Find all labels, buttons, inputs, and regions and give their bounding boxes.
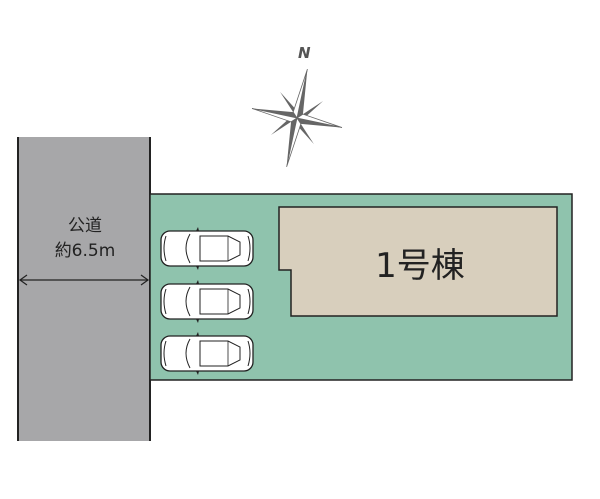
building-1	[278, 206, 558, 317]
building-label: 1号棟	[375, 246, 465, 286]
compass-rose-icon	[251, 68, 343, 168]
road-label-line1: 公道	[68, 216, 102, 236]
road-label-line2: 約6.5m	[54, 241, 116, 261]
road-label: 公道 約6.5m	[30, 214, 140, 264]
road-width-arrow	[18, 274, 150, 286]
parked-car-icon	[160, 332, 254, 375]
parked-car-icon	[160, 280, 254, 323]
north-label: N	[298, 44, 311, 62]
public-road	[18, 137, 150, 441]
parked-car-icon	[160, 227, 254, 270]
